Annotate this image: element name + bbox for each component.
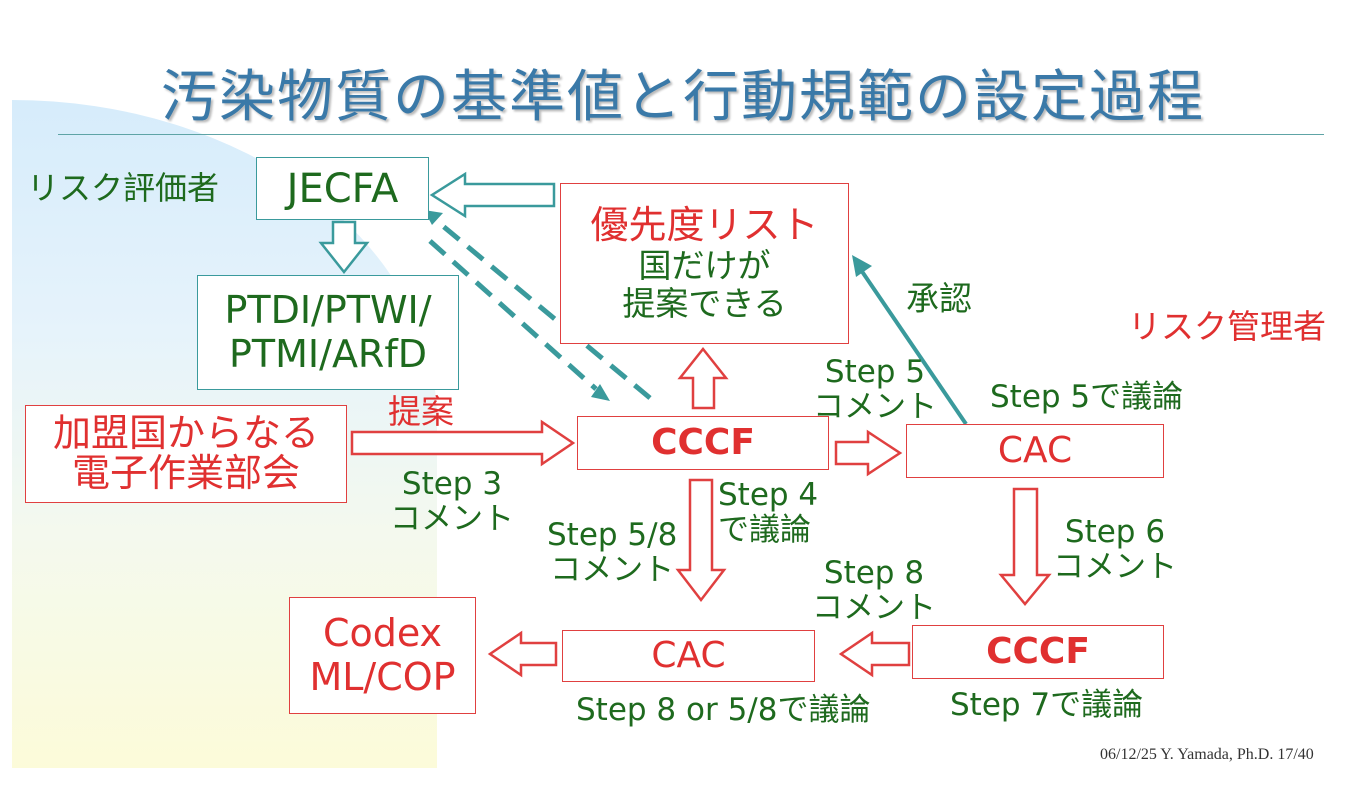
codex-line-2: ML/COP <box>309 654 456 699</box>
arrow-ewg-to-cccf <box>350 419 576 467</box>
step3-line-2: コメント <box>390 500 514 537</box>
step5-discuss-label: Step 5で議論 <box>990 379 1184 415</box>
cac-top-label: CAC <box>997 430 1073 472</box>
arrow-cccf-to-priority <box>677 346 729 410</box>
cac-top-box: CAC <box>906 424 1164 478</box>
step7-discuss-label: Step 7で議論 <box>950 687 1144 723</box>
ptdi-box: PTDI/PTWI/ PTMI/ARfD <box>197 275 459 390</box>
priority-list-line-1: 国だけが <box>638 246 771 286</box>
step4-line-2: で議論 <box>718 511 811 548</box>
cac-bottom-box: CAC <box>562 630 815 682</box>
ptdi-line-2: PTMI/ARfD <box>229 331 427 376</box>
cac-bottom-label: CAC <box>651 635 726 677</box>
step8-label: Step 8 コメント <box>812 556 936 625</box>
step6-line-1: Step 6 <box>1064 514 1166 550</box>
risk-manager-label: リスク管理者 <box>1128 307 1326 346</box>
step5-line-2: コメント <box>813 388 937 425</box>
cccf-bottom-box: CCCF <box>912 625 1164 679</box>
arrow-cccf-to-cac <box>834 429 903 477</box>
arrow-cac-to-codex <box>487 630 558 678</box>
step58-line-2: コメント <box>550 551 675 588</box>
arrow-approval <box>859 268 968 426</box>
arrow-cac-to-cccf-bottom <box>998 487 1052 606</box>
ptdi-line-1: PTDI/PTWI/ <box>224 287 432 332</box>
step58-line-1: Step 5/8 <box>547 517 678 553</box>
step4-line-1: Step 4 <box>718 477 819 513</box>
title-divider <box>58 134 1324 135</box>
cccf-top-label: CCCF <box>651 422 755 464</box>
step58-label: Step 5/8 コメント <box>547 518 677 587</box>
arrowhead-cccf <box>591 384 610 401</box>
slide-footer: 06/12/25 Y. Yamada, Ph.D. 17/40 <box>1100 746 1314 763</box>
priority-list-box: 優先度リスト 国だけが 提案できる <box>560 183 849 344</box>
codex-box: Codex ML/COP <box>289 597 476 714</box>
risk-assessor-label: リスク評価者 <box>27 169 220 207</box>
ewg-line-2: 電子作業部会 <box>71 451 300 495</box>
step6-line-2: コメント <box>1053 548 1177 585</box>
ewg-box: 加盟国からなる 電子作業部会 <box>25 405 347 503</box>
arrow-jecfa-to-ptdi <box>318 220 370 275</box>
arrowhead-approval <box>852 255 872 277</box>
step8-or-58-discuss-label: Step 8 or 5/8で議論 <box>576 692 871 728</box>
cccf-top-box: CCCF <box>577 416 829 470</box>
arrow-cccf-to-cac-bottom <box>675 478 727 603</box>
dashed-arrow-jecfa-to-cccf <box>428 239 598 391</box>
step5-label: Step 5 コメント <box>813 355 937 424</box>
priority-list-heading: 優先度リスト <box>590 202 819 247</box>
arrow-cccf-bottom-to-cac-bottom <box>838 630 911 678</box>
jecfa-box: JECFA <box>256 157 429 220</box>
cccf-bottom-label: CCCF <box>986 631 1090 673</box>
step3-label: Step 3 コメント <box>390 467 514 536</box>
dashed-arrow-cccf-to-jecfa <box>436 220 652 400</box>
codex-line-1: Codex <box>322 610 443 655</box>
ewg-line-1: 加盟国からなる <box>52 411 319 456</box>
step3-line-1: Step 3 <box>401 466 503 502</box>
step8-line-1: Step 8 <box>823 555 925 591</box>
slide-title: 汚染物質の基準値と行動規範の設定過程 <box>161 65 1205 130</box>
step6-label: Step 6 コメント <box>1053 515 1177 584</box>
arrow-priority-to-jecfa <box>429 171 556 219</box>
step4-label: Step 4 で議論 <box>718 478 818 547</box>
priority-list-line-2: 提案できる <box>622 284 787 324</box>
step5-line-1: Step 5 <box>824 354 926 390</box>
step8-line-2: コメント <box>812 589 936 626</box>
approval-label: 承認 <box>906 279 972 318</box>
jecfa-label: JECFA <box>286 165 399 212</box>
proposal-label: 提案 <box>388 392 454 431</box>
